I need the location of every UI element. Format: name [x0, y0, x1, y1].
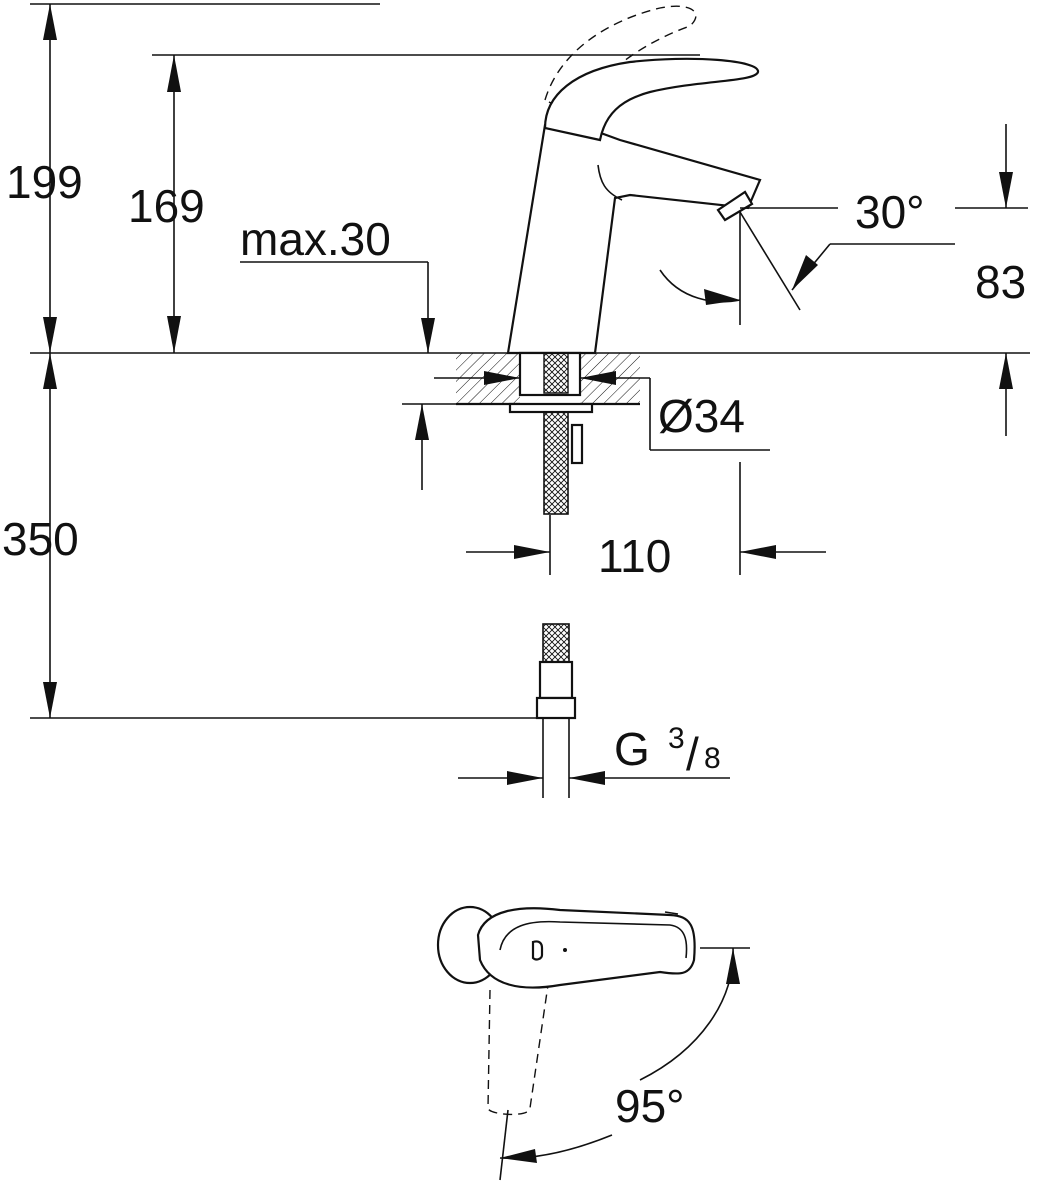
- dim-spout-angle: [659, 207, 955, 325]
- faucet-top-view: [436, 905, 696, 1116]
- dim-lever-rotation: [499, 947, 750, 1181]
- dim-hole-diameter: [434, 371, 770, 451]
- dim-outlet-height: [955, 124, 1028, 436]
- label-total-height: 199: [6, 156, 83, 208]
- dim-spout-height: [152, 54, 700, 353]
- dim-projection: [466, 462, 826, 575]
- label-thread-num: 3: [668, 722, 685, 755]
- label-spout-angle: 30°: [855, 186, 925, 238]
- label-lever-rotation: 95°: [615, 1080, 685, 1132]
- label-thread-slash: /: [686, 728, 699, 780]
- dim-thread: [458, 771, 730, 785]
- label-thread-den: 8: [704, 742, 721, 775]
- label-spout-height: 169: [128, 180, 205, 232]
- hose-connection: [535, 623, 577, 798]
- faucet-side-view: [506, 5, 762, 515]
- label-hose-length: 350: [2, 513, 79, 565]
- label-outlet-height: 83: [975, 256, 1026, 308]
- dim-hose-length: [30, 353, 540, 719]
- label-hole-diameter: Ø34: [658, 390, 745, 442]
- label-thread-prefix: G: [614, 723, 650, 775]
- dim-total-height: [30, 3, 380, 353]
- label-projection: 110: [598, 530, 671, 582]
- label-max-thickness: max.30: [240, 213, 391, 265]
